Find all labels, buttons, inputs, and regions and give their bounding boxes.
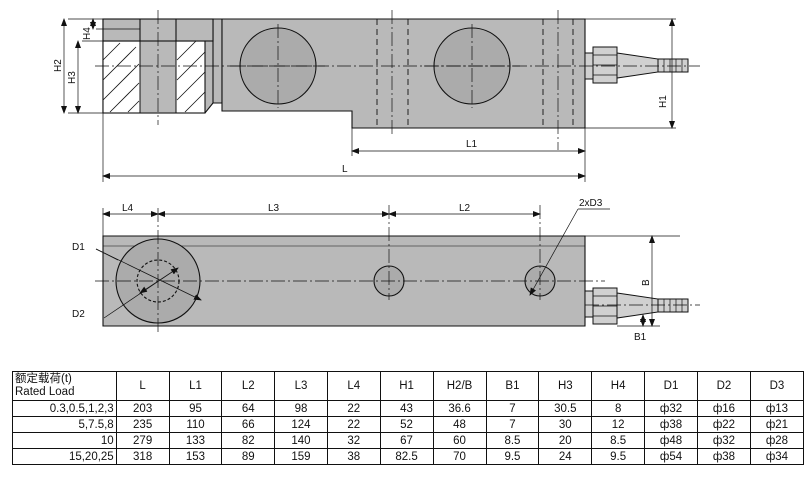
table-cell: 159 <box>274 448 328 465</box>
spec-table: 额定载荷(t) Rated Load L L1 L2 L3 L4 H1 H2/B… <box>12 371 804 465</box>
dim-h1: H1 <box>658 95 669 108</box>
table-cell: 110 <box>168 416 223 433</box>
table-cell: 22 <box>326 400 381 417</box>
table-cell: 279 <box>115 432 170 449</box>
table-cell: 43 <box>379 400 434 417</box>
table-cell: ф38 <box>644 416 698 433</box>
table-cell: ф32 <box>696 432 751 449</box>
col-header: H2/B <box>432 371 487 401</box>
table-cell: 8 <box>591 400 646 417</box>
table-cell: 24 <box>538 448 593 465</box>
dim-b1: B1 <box>634 332 647 343</box>
dim-l2: L2 <box>459 203 471 214</box>
rated-load-en: Rated Load <box>15 386 75 398</box>
table-cell: 48 <box>432 416 487 433</box>
col-header: B1 <box>485 371 540 401</box>
dim-l4: L4 <box>122 203 134 214</box>
plan-view-connector <box>584 287 689 325</box>
table-cell: ф21 <box>749 416 804 433</box>
col-header: L1 <box>168 371 223 401</box>
table-cell: 38 <box>326 448 381 465</box>
table-cell: 82.5 <box>379 448 434 465</box>
col-header: L4 <box>326 371 381 401</box>
table-cell: 98 <box>274 400 328 417</box>
col-header: L <box>115 371 170 401</box>
side-view-connector <box>584 46 689 84</box>
table-cell: 36.6 <box>432 400 487 417</box>
table-cell: 133 <box>168 432 223 449</box>
dim-2xd3: 2xD3 <box>579 198 603 209</box>
table-cell: 203 <box>115 400 170 417</box>
dim-h4: H4 <box>82 27 93 40</box>
rated-load-cn: 额定载荷(t) <box>15 373 72 385</box>
col-header: D3 <box>749 371 804 401</box>
table-cell: 66 <box>221 416 276 433</box>
table-cell: ф54 <box>644 448 698 465</box>
rated-load-cell: 10 <box>12 432 117 449</box>
rated-load-cell: 0.3,0.5,1,2,3 <box>12 400 117 417</box>
table-cell: ф28 <box>749 432 804 449</box>
col-header: L3 <box>274 371 328 401</box>
rated-load-cell: 5,7.5,8 <box>12 416 117 433</box>
table-cell: 30 <box>538 416 593 433</box>
table-cell: 30.5 <box>538 400 593 417</box>
table-cell: 124 <box>274 416 328 433</box>
table-cell: 32 <box>326 432 381 449</box>
table-cell: ф16 <box>696 400 751 417</box>
dim-d2: D2 <box>72 309 85 320</box>
table-cell: 8.5 <box>591 432 646 449</box>
table-cell: 20 <box>538 432 593 449</box>
col-header: H4 <box>591 371 646 401</box>
table-cell: 153 <box>168 448 223 465</box>
table-cell: 67 <box>379 432 434 449</box>
table-cell: 64 <box>221 400 276 417</box>
load-cell-drawing: H2 H3 H4 H1 L1 L <box>53 10 700 343</box>
table-cell: 70 <box>432 448 487 465</box>
col-header: D2 <box>696 371 751 401</box>
table-cell: 12 <box>591 416 646 433</box>
table-cell: 235 <box>115 416 170 433</box>
dim-l: L <box>342 164 348 175</box>
col-header: H3 <box>538 371 593 401</box>
table-cell: 22 <box>326 416 381 433</box>
dim-h2: H2 <box>53 59 64 72</box>
table-cell: 9.5 <box>591 448 646 465</box>
table-cell: 52 <box>379 416 434 433</box>
table-cell: 95 <box>168 400 223 417</box>
table-cell: 60 <box>432 432 487 449</box>
col-header: L2 <box>221 371 276 401</box>
side-view: H2 H3 H4 H1 L1 L <box>53 10 700 182</box>
table-cell: ф13 <box>749 400 804 417</box>
table-cell: ф48 <box>644 432 698 449</box>
col-header: H1 <box>379 371 434 401</box>
dim-l1: L1 <box>466 139 478 150</box>
table-cell: 318 <box>115 448 170 465</box>
table-cell: 8.5 <box>485 432 540 449</box>
table-cell: ф32 <box>644 400 698 417</box>
table-cell: 7 <box>485 400 540 417</box>
dim-b: B <box>641 279 652 286</box>
table-cell: 82 <box>221 432 276 449</box>
dim-l3: L3 <box>268 203 280 214</box>
table-cell: 89 <box>221 448 276 465</box>
table-header-row: 额定载荷(t) Rated Load L L1 L2 L3 L4 H1 H2/B… <box>12 371 804 401</box>
dim-h3: H3 <box>67 71 78 84</box>
table-cell: 140 <box>274 432 328 449</box>
dim-d1: D1 <box>72 242 85 253</box>
plan-view: D1 D2 L4 L3 L2 2xD3 B B1 <box>72 198 700 343</box>
table-cell: 9.5 <box>485 448 540 465</box>
col-header: D1 <box>644 371 698 401</box>
table-cell: ф22 <box>696 416 751 433</box>
table-cell: ф38 <box>696 448 751 465</box>
table-cell: 7 <box>485 416 540 433</box>
rated-load-cell: 15,20,25 <box>12 448 117 465</box>
table-cell: ф34 <box>749 448 804 465</box>
rated-load-header: 额定载荷(t) Rated Load <box>12 371 117 401</box>
